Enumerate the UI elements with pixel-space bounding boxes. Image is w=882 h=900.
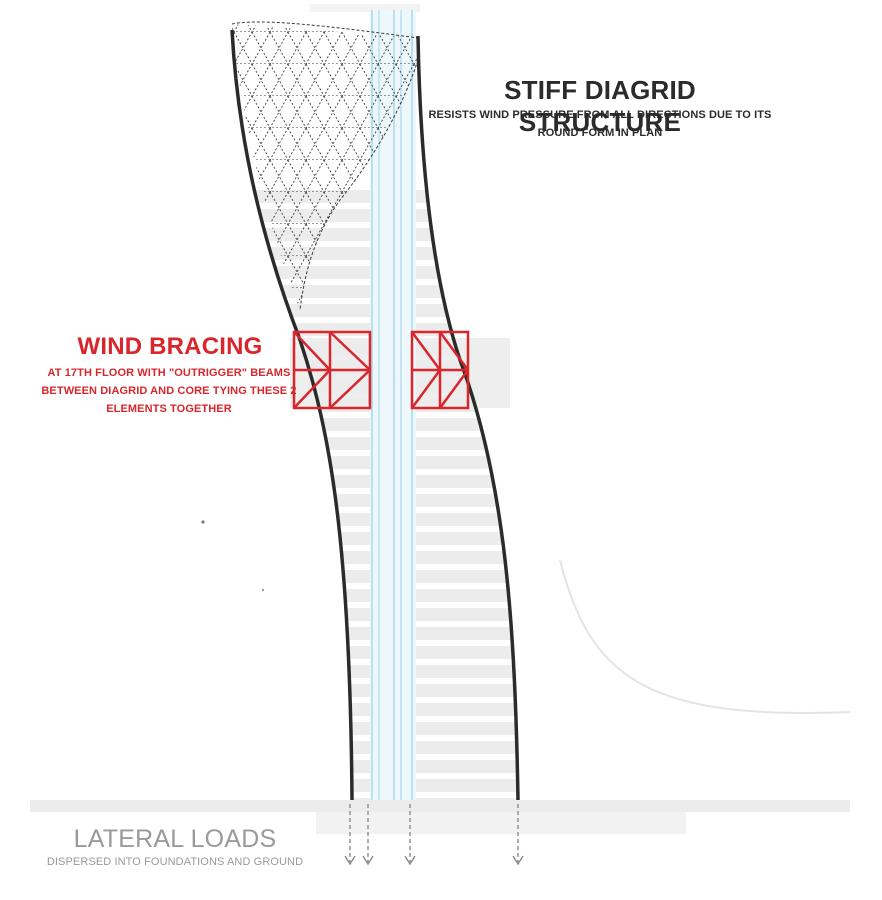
down-arrow-icon bbox=[404, 804, 416, 866]
ground-band bbox=[30, 800, 850, 812]
lateral-loads-title: LATERAL LOADS bbox=[73, 825, 277, 853]
lateral-loads-description: DISPERSED INTO FOUNDATIONS AND GROUND bbox=[46, 856, 304, 868]
wind-bracing-left bbox=[292, 330, 372, 410]
wind-bracing-description: AT 17TH FLOOR WITH "OUTRIGGER" BEAMS BET… bbox=[41, 367, 297, 415]
tower-outline-left bbox=[230, 29, 354, 801]
wind-bracing-right bbox=[410, 330, 470, 410]
diagrid-title: STIFF DIAGRID STRUCTURE bbox=[504, 75, 696, 137]
podium-band bbox=[316, 812, 686, 834]
tower-outline-right bbox=[416, 35, 520, 801]
top-spire-hint bbox=[310, 4, 420, 12]
stray-mark bbox=[201, 520, 205, 524]
down-arrow-icon bbox=[344, 804, 356, 866]
down-arrow-icon bbox=[362, 804, 374, 866]
stray-mark bbox=[261, 588, 265, 592]
wind-bracing-title: WIND BRACING bbox=[77, 333, 263, 360]
diagrid-description: RESISTS WIND PRESSURE FROM ALL DIRECTION… bbox=[428, 109, 772, 139]
lateral-load-arrows bbox=[344, 804, 524, 866]
down-arrow-icon bbox=[512, 804, 524, 866]
site-curve bbox=[559, 559, 851, 714]
